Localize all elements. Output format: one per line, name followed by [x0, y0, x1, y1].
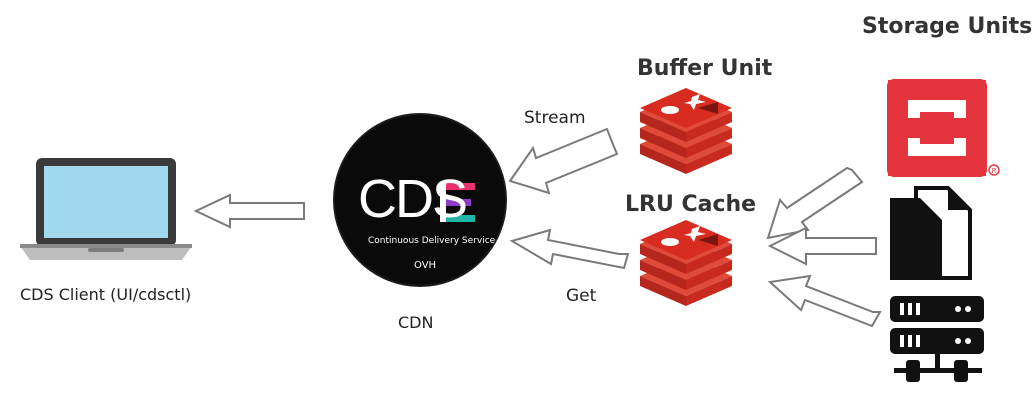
client-label: CDS Client (UI/cdsctl): [20, 285, 192, 304]
arrow-cdn-to-client: [193, 193, 305, 229]
logo-mark: CDS: [358, 169, 468, 229]
arrow-cache-to-cdn: [509, 228, 630, 270]
redis-buffer-icon: [640, 88, 732, 174]
lru-cache-title: LRU Cache: [625, 192, 757, 217]
arrow-buffer-to-cdn: [508, 127, 619, 195]
openstack-icon: R: [887, 79, 1000, 177]
redis-cache-icon: [640, 220, 732, 306]
stream-label: Stream: [524, 108, 586, 128]
arrow-openstack-to-cache: [766, 166, 864, 240]
storage-units-title: Storage Units: [862, 14, 1032, 39]
cds-logo: [333, 113, 507, 287]
server-icon: [890, 296, 984, 382]
files-icon: [890, 186, 972, 280]
arrow-server-to-cache: [767, 274, 882, 328]
buffer-unit-title: Buffer Unit: [637, 56, 773, 81]
logo-vendor: OVH: [414, 260, 437, 271]
cdn-label: CDN: [398, 313, 434, 332]
svg-text:R: R: [992, 167, 997, 175]
get-label: Get: [566, 286, 597, 306]
logo-subtitle: Continuous Delivery Service: [368, 236, 496, 246]
arrow-files-to-cache: [767, 226, 877, 266]
laptop-icon: [20, 158, 192, 260]
